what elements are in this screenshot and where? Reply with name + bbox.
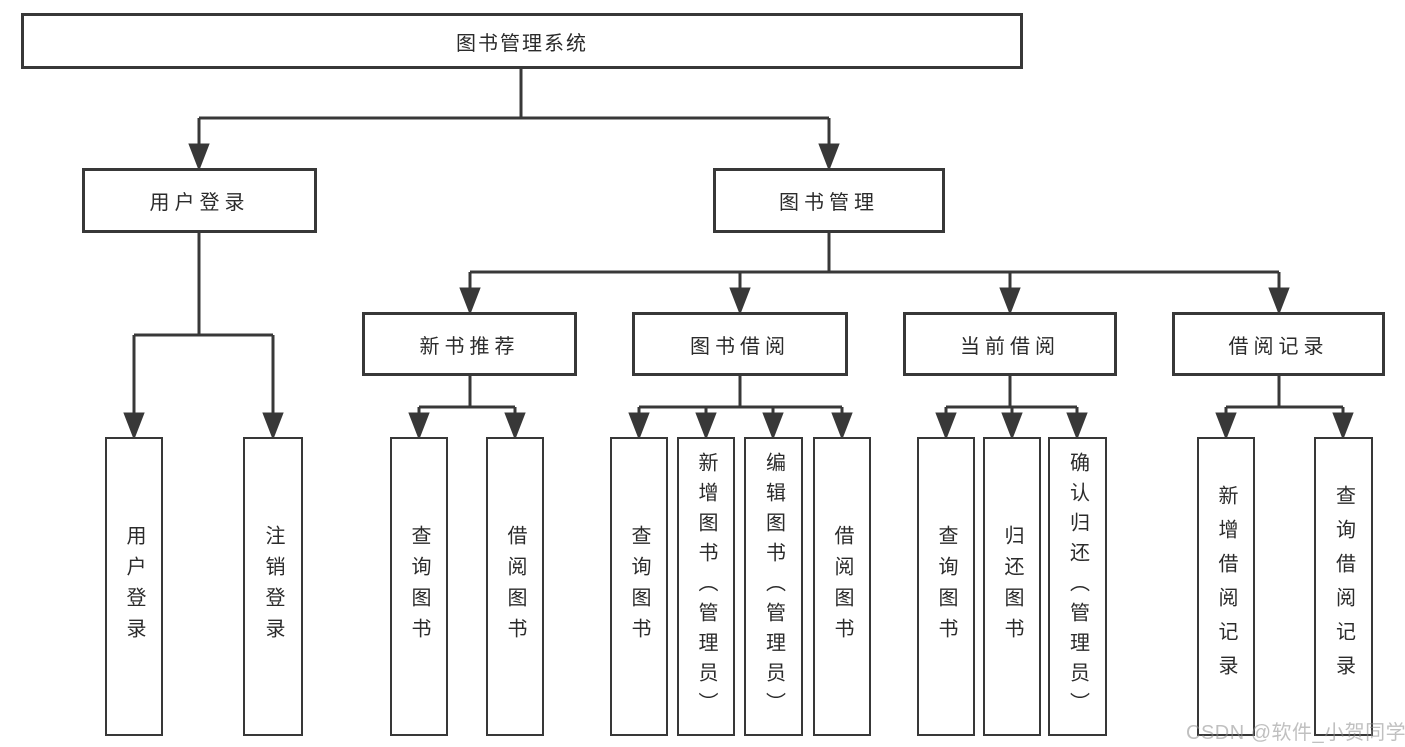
node-label: 用户登录 <box>123 524 145 649</box>
node-borrow-records: 借阅记录 <box>1172 312 1385 376</box>
node-label: 查询图书 <box>935 524 957 649</box>
node-label: 注销登录 <box>262 524 284 649</box>
connector-book-borrow-branch <box>628 376 853 441</box>
connector-borrow-records-branch <box>1215 376 1354 441</box>
node-label: 借阅图书 <box>831 524 853 649</box>
node-new-book-recommend: 新书推荐 <box>362 312 577 376</box>
node-label: 查询图书 <box>628 524 650 649</box>
node-label: 用户登录 <box>149 192 250 214</box>
connector-book-management-branch <box>459 233 1290 316</box>
node-label: 归还图书 <box>1001 524 1023 649</box>
node-user-login: 用户登录 <box>82 168 317 233</box>
leaf-query-books-current: 查询图书 <box>917 437 975 736</box>
leaf-user-login: 用户登录 <box>105 437 163 736</box>
leaf-add-books-admin: 新增图书（管理员） <box>677 437 735 736</box>
node-label: 图书借阅 <box>690 335 790 358</box>
leaf-confirm-return-admin: 确认归还（管理员） <box>1048 437 1107 736</box>
leaf-logout: 注销登录 <box>243 437 303 736</box>
node-library-management-system: 图书管理系统 <box>21 13 1023 69</box>
leaf-query-books-borrow: 查询图书 <box>610 437 668 736</box>
node-label: 图书管理系统 <box>456 32 588 55</box>
node-label: 查询图书 <box>408 524 430 649</box>
leaf-query-books-recommend: 查询图书 <box>390 437 448 736</box>
node-label: 借阅图书 <box>504 524 526 649</box>
node-label: 借阅记录 <box>1228 335 1329 358</box>
csdn-watermark: CSDN @软件_小贺同学 <box>1186 722 1405 744</box>
connector-current-borrow-branch <box>935 376 1088 441</box>
node-label: 确认归还（管理员） <box>1066 451 1089 722</box>
node-label: 新增图书（管理员） <box>695 451 717 722</box>
connector-new-book-branch <box>408 376 526 441</box>
node-book-management: 图书管理 <box>713 168 945 233</box>
node-current-borrow: 当前借阅 <box>903 312 1117 376</box>
leaf-query-borrow-record: 查询借阅记录 <box>1314 437 1373 736</box>
node-label: 编辑图书（管理员） <box>762 451 785 722</box>
connector-root-branch <box>188 69 840 172</box>
leaf-add-borrow-record: 新增借阅记录 <box>1197 437 1255 736</box>
node-label: 图书管理 <box>779 192 879 214</box>
connector-user-login-branch <box>123 233 284 441</box>
leaf-edit-books-admin: 编辑图书（管理员） <box>744 437 803 736</box>
node-label: 当前借阅 <box>960 335 1060 358</box>
node-label: 新书推荐 <box>419 335 520 358</box>
node-book-borrow: 图书借阅 <box>632 312 848 376</box>
leaf-borrow-books-recommend: 借阅图书 <box>486 437 544 736</box>
leaf-return-books: 归还图书 <box>983 437 1041 736</box>
node-label: 查询借阅记录 <box>1332 484 1355 689</box>
leaf-borrow-books: 借阅图书 <box>813 437 871 736</box>
node-label: 新增借阅记录 <box>1215 484 1237 689</box>
